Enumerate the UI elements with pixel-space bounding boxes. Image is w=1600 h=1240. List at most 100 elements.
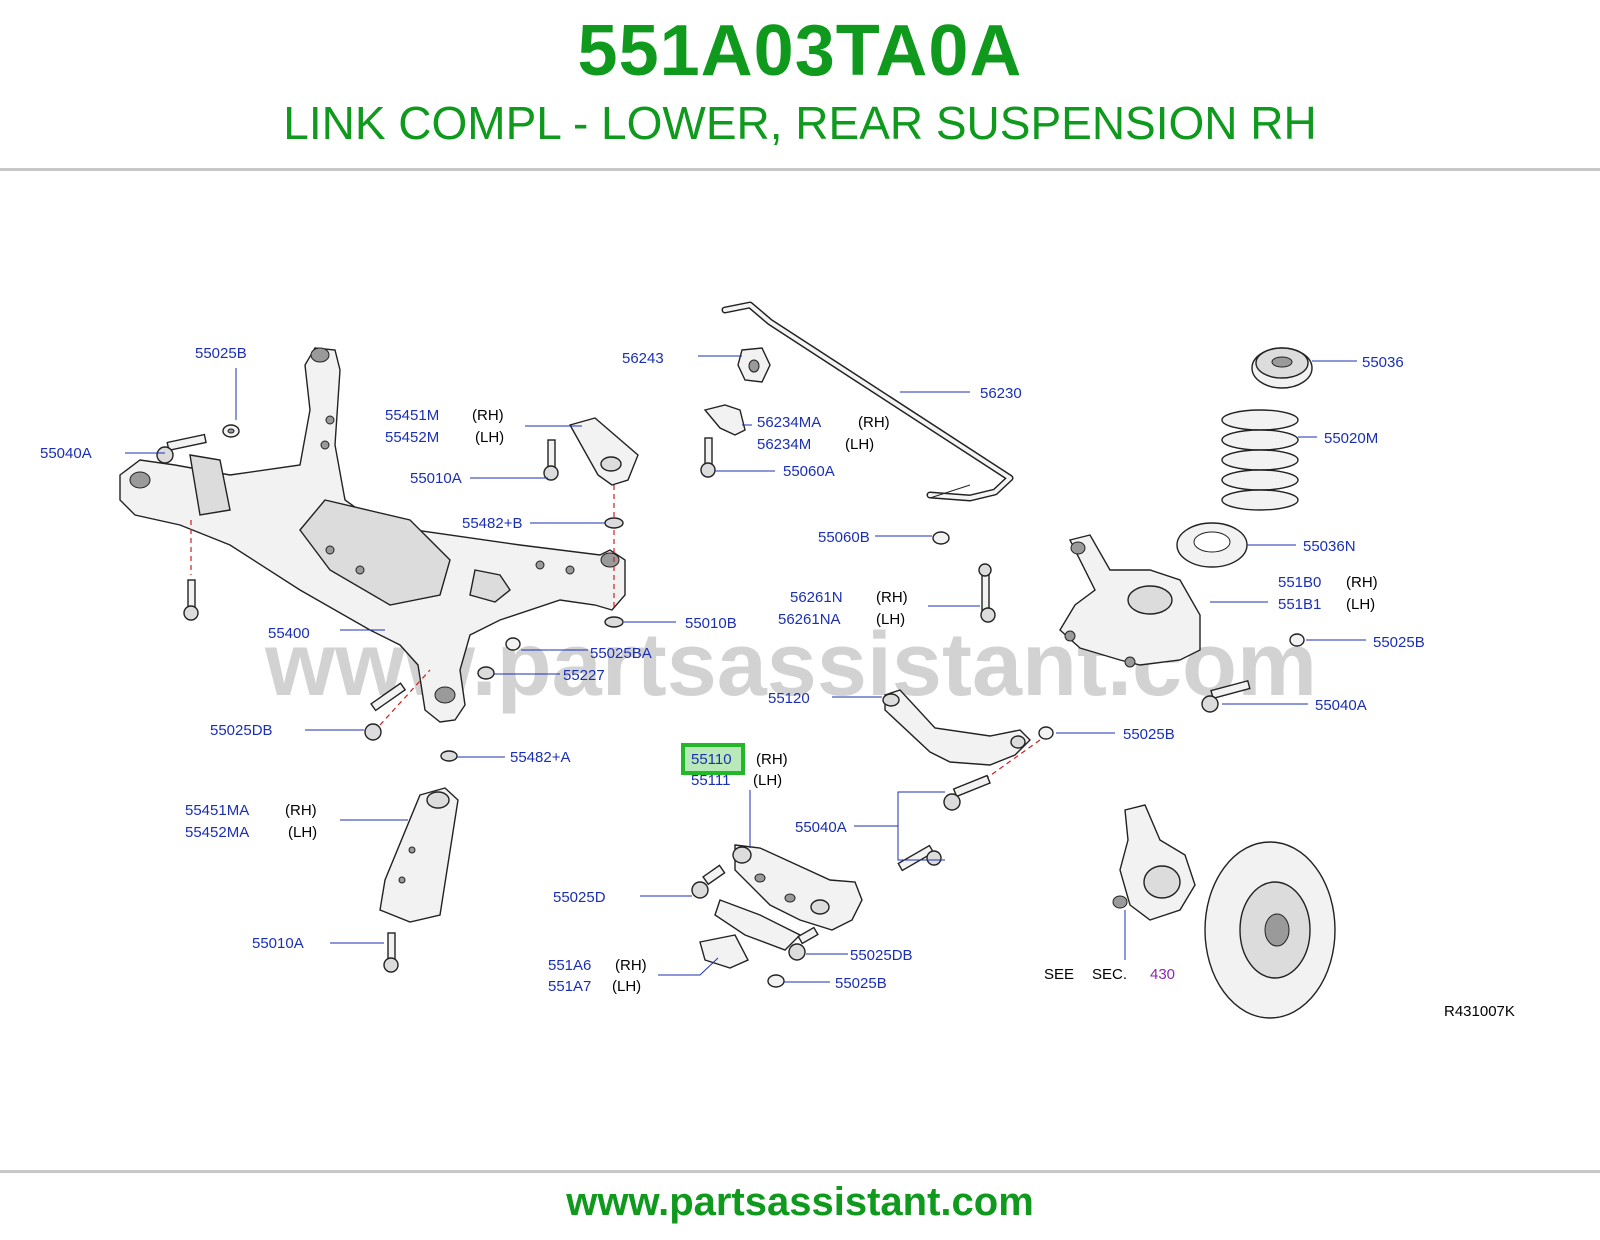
- sec-text: SEC.: [1092, 966, 1127, 983]
- callout-56234M: 56234M: [757, 436, 811, 453]
- washer-55025B-top: [222, 424, 240, 438]
- callout-55025D: 55025D: [553, 889, 606, 906]
- nut-55025B-right: [1289, 633, 1305, 647]
- part-description: LINK COMPL - LOWER, REAR SUSPENSION RH: [283, 97, 1317, 149]
- spring-seat-55036: [1251, 347, 1313, 389]
- callout-56234MA: 56234MA: [757, 414, 821, 431]
- callout-551B1: 551B1: [1278, 596, 1321, 613]
- callout-55060B: 55060B: [818, 529, 870, 546]
- reference-code: R431007K: [1444, 1003, 1515, 1020]
- callout-56261N: 56261N: [790, 589, 843, 606]
- callout-55010A-bottom: 55010A: [252, 935, 304, 952]
- bolt-55040A-left: [156, 433, 207, 464]
- connecting-rod-56261N: [978, 563, 996, 623]
- spring-seat-55036N: [1176, 522, 1248, 568]
- callout-55025BA: 55025BA: [590, 645, 652, 662]
- cover-551A6: [699, 934, 749, 969]
- guide-line: [379, 669, 431, 726]
- plate-551A6: [714, 899, 802, 951]
- arm-55120: [882, 689, 1031, 766]
- callout-55025B-bottom: 55025B: [835, 975, 887, 992]
- callout-55040A-arm: 55040A: [795, 819, 847, 836]
- upper-link-551B0: [1059, 534, 1201, 668]
- callout-56243: 56243: [622, 350, 664, 367]
- knuckle: [1112, 804, 1196, 921]
- callout-55025B-top: 55025B: [195, 345, 247, 362]
- callout-55040A-left: 55040A: [40, 445, 92, 462]
- diagram-canvas: www.partsassistant.com: [40, 301, 1515, 1020]
- callout-55482A: 55482+A: [510, 749, 570, 766]
- brake-disc: [1204, 841, 1336, 1019]
- bolt-55025DB-link: [788, 926, 819, 961]
- callout-551A6: 551A6: [548, 957, 591, 974]
- bolt-55040A-right: [1201, 679, 1251, 713]
- callout-55020M: 55020M: [1324, 430, 1378, 447]
- parts-diagram: www.partsassistant.com: [0, 270, 1600, 1070]
- callout-55036: 55036: [1362, 354, 1404, 371]
- callout-55451M-side: (RH): [472, 407, 504, 424]
- clamp-56234M: [703, 404, 746, 436]
- coil-spring-55020M: [1221, 409, 1299, 511]
- bracket-55451M: [568, 417, 639, 486]
- bushing-55482A: [440, 750, 458, 762]
- bolt-55060A: [700, 437, 716, 478]
- callout-55452M: 55452M: [385, 429, 439, 446]
- bushing-55010B: [604, 616, 624, 628]
- callout-55110[interactable]: 55110: [691, 751, 732, 768]
- bolt-lower-left: [183, 579, 199, 621]
- callout-55060A: 55060A: [783, 463, 835, 480]
- callout-551A7-side: (LH): [612, 978, 641, 995]
- callout-55451MA: 55451MA: [185, 802, 249, 819]
- callout-55025DB-link: 55025DB: [850, 947, 913, 964]
- part-number-title: 551A03TA0A: [577, 11, 1023, 91]
- callout-55120: 55120: [768, 690, 810, 707]
- callout-55110-side: (RH): [756, 751, 788, 768]
- callout-56234M-side: (LH): [845, 436, 874, 453]
- bolt-55025D: [691, 864, 726, 899]
- callout-55452MA-side: (LH): [288, 824, 317, 841]
- callout-55010B: 55010B: [685, 615, 737, 632]
- section-link-430[interactable]: 430: [1150, 966, 1175, 983]
- callout-551B0-side: (RH): [1346, 574, 1378, 591]
- callout-551A6-side: (RH): [615, 957, 647, 974]
- nut-55060B: [932, 531, 950, 545]
- nut-55025BA: [505, 637, 521, 651]
- callout-551B0: 551B0: [1278, 574, 1321, 591]
- nut-55025B-bottom: [767, 974, 785, 988]
- callout-55451MA-side: (RH): [285, 802, 317, 819]
- see-text: SEE: [1044, 966, 1074, 983]
- callout-55040A-right: 55040A: [1315, 697, 1367, 714]
- bolt-55040A-arm-top: [943, 774, 991, 811]
- bolt-55010A-top: [543, 439, 559, 481]
- callout-56230: 56230: [980, 385, 1022, 402]
- callout-55482B: 55482+B: [462, 515, 522, 532]
- nut-55025B-arm: [1038, 726, 1054, 740]
- callout-55036N: 55036N: [1303, 538, 1356, 555]
- callout-551A7: 551A7: [548, 978, 591, 995]
- callout-55010A-top: 55010A: [410, 470, 462, 487]
- bolt-55010A-bottom: [383, 932, 399, 973]
- callout-56261NA-side: (LH): [876, 611, 905, 628]
- callout-55025B-right: 55025B: [1373, 634, 1425, 651]
- highlight-box-55110: [681, 743, 745, 775]
- callout-56261N-side: (RH): [876, 589, 908, 606]
- callout-55227: 55227: [563, 667, 605, 684]
- washer-55227: [477, 666, 495, 680]
- callout-55452M-side: (LH): [475, 429, 504, 446]
- bolt-55040A-arm-bottom: [897, 844, 942, 872]
- page-header: 551A03TA0A LINK COMPL - LOWER, REAR SUSP…: [0, 0, 1600, 170]
- bushing-56243: [737, 347, 771, 383]
- bushing-55482B: [604, 517, 624, 529]
- footer-website-link[interactable]: www.partsassistant.com: [566, 1180, 1034, 1224]
- callout-56234MA-side: (RH): [858, 414, 890, 431]
- callout-55452MA: 55452MA: [185, 824, 249, 841]
- callout-551B1-side: (LH): [1346, 596, 1375, 613]
- callout-55451M: 55451M: [385, 407, 439, 424]
- callout-55111-side: (LH): [753, 772, 782, 789]
- callout-55111: 55111: [691, 772, 731, 789]
- subframe-illustration: [119, 347, 626, 723]
- stabilizer-bar-56230: [721, 301, 1014, 502]
- lower-link-55110: [732, 844, 863, 931]
- callout-55400: 55400: [268, 625, 310, 642]
- callout-56261NA: 56261NA: [778, 611, 841, 628]
